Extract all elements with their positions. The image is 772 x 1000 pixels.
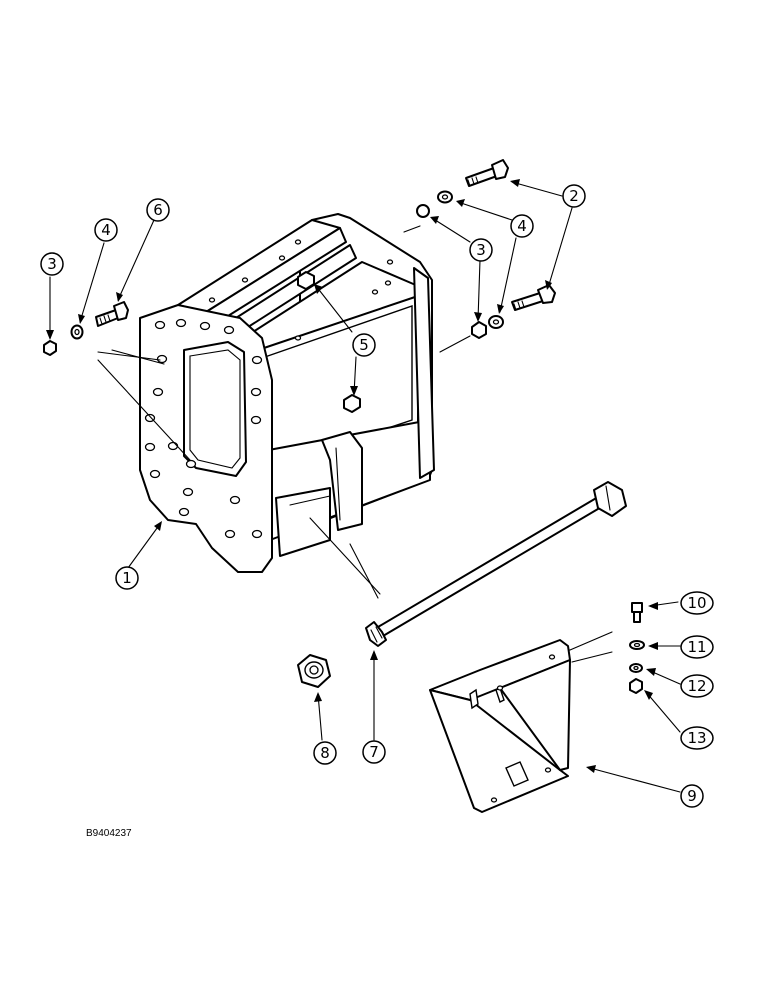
figure-reference-code: B9404237: [86, 828, 132, 839]
guard-bolt: [631, 602, 643, 623]
callout-2: 2: [562, 184, 586, 208]
callout-3-right-label: 3: [476, 241, 486, 259]
callout-3-left: 3: [40, 252, 64, 276]
nut-lower-right: [471, 321, 487, 339]
callout-12-label: 12: [687, 677, 706, 695]
bolt-left: [95, 301, 129, 327]
housing-part: [139, 213, 435, 573]
callout-9: 9: [680, 784, 704, 808]
callout-5-label: 5: [359, 336, 369, 354]
callout-4-right-label: 4: [517, 217, 527, 235]
callout-11-label: 11: [687, 638, 706, 656]
callout-6: 6: [146, 198, 170, 222]
spacer-upper-right: [416, 204, 430, 218]
callout-4-left: 4: [94, 218, 118, 242]
right-hardware: [416, 159, 556, 339]
housing-nut-lower: [343, 394, 361, 413]
callout-4-left-label: 4: [101, 221, 111, 239]
callout-1: 1: [115, 566, 139, 590]
callout-8: 8: [313, 741, 337, 765]
callout-4-right: 4: [510, 214, 534, 238]
callout-10: 10: [680, 591, 714, 615]
callout-12: 12: [680, 674, 714, 698]
callout-13: 13: [680, 726, 714, 750]
guard-nut: [629, 678, 643, 694]
tie-rod: [365, 481, 627, 647]
large-nut: [297, 654, 331, 688]
left-hardware: [43, 301, 129, 356]
callout-7: 7: [362, 740, 386, 764]
nut-left: [43, 340, 57, 356]
callout-6-label: 6: [153, 201, 163, 219]
callout-1-label: 1: [122, 569, 132, 587]
bolt-upper-right: [465, 159, 509, 187]
callout-9-label: 9: [687, 787, 697, 805]
guard-hardware: [629, 602, 645, 694]
bolt-lower-right: [511, 284, 556, 311]
guard-shield: [429, 639, 571, 813]
callout-10-label: 10: [687, 594, 706, 612]
callout-2-label: 2: [569, 187, 579, 205]
arrowheads: [46, 179, 658, 773]
leader-lines: [49, 181, 681, 793]
callout-11: 11: [680, 635, 714, 659]
callout-7-label: 7: [369, 743, 379, 761]
housing-nut-upper: [297, 271, 315, 290]
callout-8-label: 8: [320, 744, 330, 762]
callout-3-right: 3: [469, 238, 493, 262]
callout-13-label: 13: [687, 729, 706, 747]
callout-5: 5: [352, 333, 376, 357]
callout-3-left-label: 3: [47, 255, 57, 273]
flange-bolt-holes: [144, 318, 263, 539]
